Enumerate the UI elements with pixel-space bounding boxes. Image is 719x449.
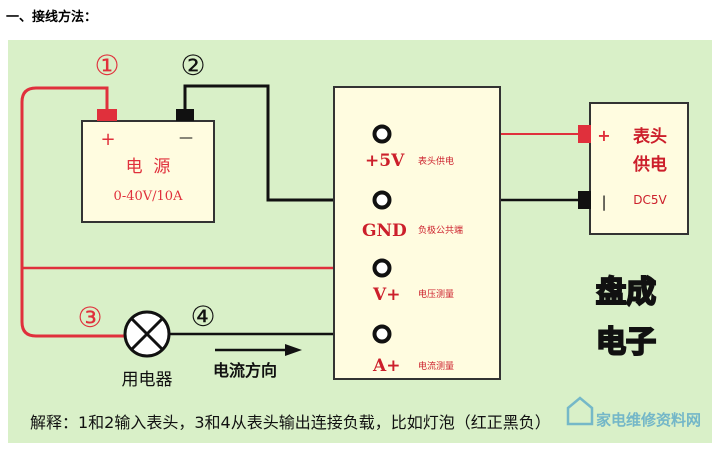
current-direction-label: 电流方向: [213, 361, 277, 380]
marker-4: ④: [190, 300, 215, 333]
meter-terminal-5v: [372, 124, 392, 144]
marker-3: ③: [77, 301, 102, 334]
load-label: 用电器: [122, 370, 173, 390]
marker-1: ①: [94, 49, 119, 82]
svg-text:②: ②: [180, 49, 205, 82]
power-supply-box: [81, 120, 215, 223]
meter-supply-negative-terminal: [578, 191, 591, 209]
watermark-logo-icon: [566, 396, 594, 426]
explanation-text: 解释：1和2输入表头，3和4从表头输出连接负载，比如灯泡（红正黑负）: [30, 413, 551, 432]
power-minus-sign: —: [179, 130, 193, 146]
meter-supply-minus-sign: |: [601, 193, 606, 211]
load-lamp-icon: [123, 310, 171, 358]
power-negative-terminal: [176, 109, 194, 121]
brand-line-1: 盘成: [596, 275, 656, 310]
power-supply-spec: 0-40V/10A: [114, 189, 184, 204]
meter-supply-name-line2: 供电: [632, 154, 667, 175]
svg-text:④: ④: [190, 300, 215, 333]
meter-terminal-v: [372, 258, 392, 278]
power-positive-terminal: [97, 109, 117, 121]
power-plus-sign: +: [100, 129, 115, 150]
terminal-label-a: A+: [372, 356, 400, 376]
meter-terminal-gnd: [372, 190, 392, 210]
marker-2: ②: [180, 49, 205, 82]
current-direction-arrow: [215, 344, 302, 356]
terminal-label-v: V+: [372, 285, 400, 305]
terminal-desc-gnd: 负极公共端: [418, 224, 463, 236]
terminal-desc-a: 电流测量: [418, 360, 454, 372]
meter-supply-positive-terminal: [578, 125, 591, 143]
section-heading: 一、接线方法：: [6, 10, 98, 25]
red-wire-positive: [20, 86, 125, 338]
meter-supply-spec: DC5V: [633, 193, 667, 207]
terminal-label-5v: +5V: [365, 151, 405, 171]
meter-supply-name-line1: 表头: [633, 126, 667, 147]
power-supply-name: 电 源: [126, 157, 171, 177]
brand-line-2: 电子: [596, 325, 656, 360]
meter-box: [333, 86, 501, 380]
terminal-desc-5v: 表头供电: [418, 155, 454, 167]
svg-text:③: ③: [77, 301, 102, 334]
meter-supply-box: [589, 102, 689, 235]
meter-terminal-a: [372, 324, 392, 344]
meter-supply-plus-sign: +: [597, 126, 610, 145]
terminal-label-gnd: GND: [362, 221, 407, 241]
black-wire-negative: [183, 84, 378, 202]
terminal-desc-v: 电压测量: [418, 288, 454, 300]
watermark-text: 家电维修资料网: [596, 411, 701, 429]
svg-text:①: ①: [94, 49, 119, 82]
